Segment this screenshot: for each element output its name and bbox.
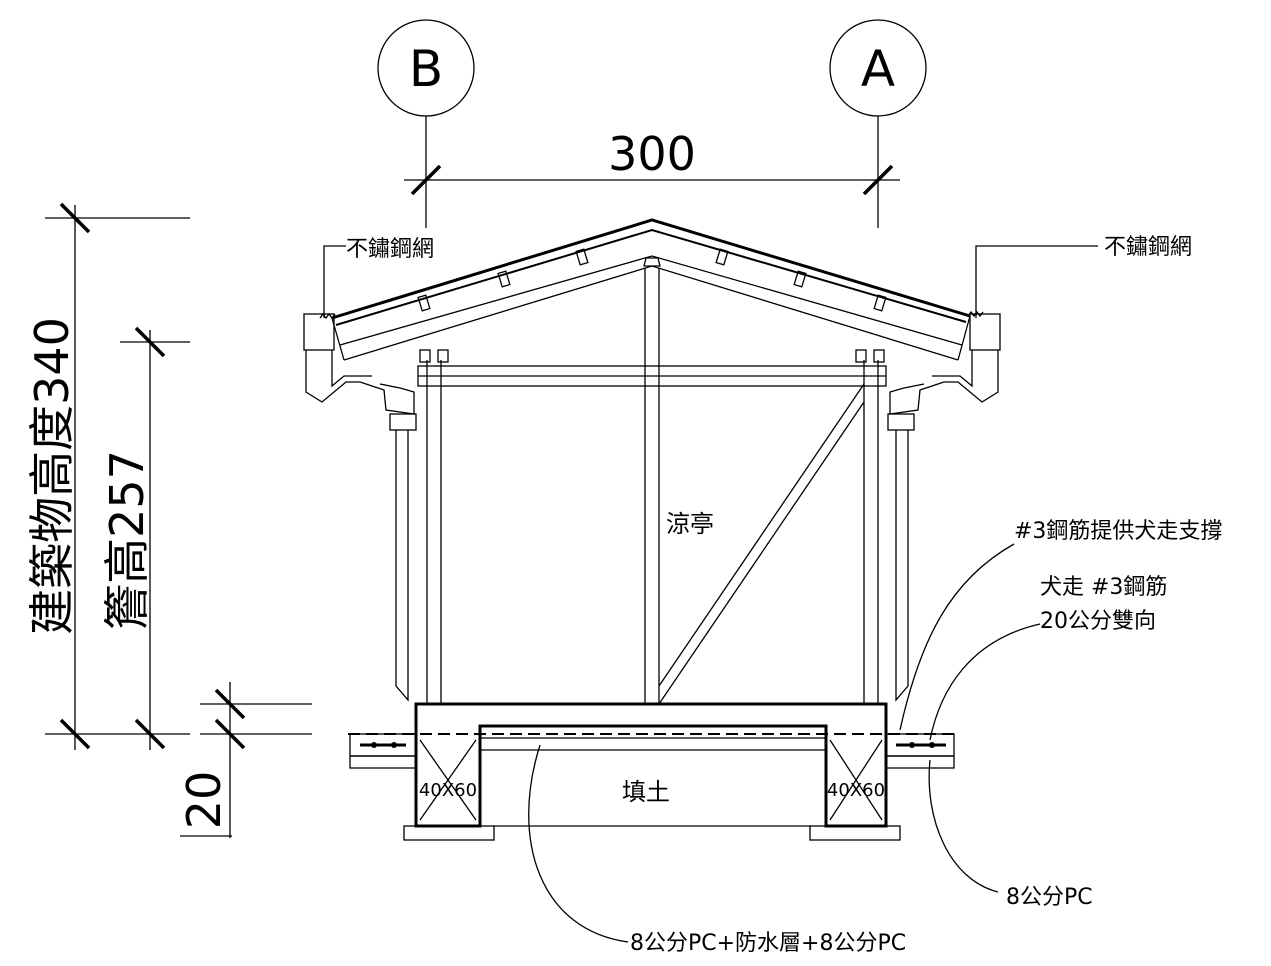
pavilion-frame bbox=[417, 268, 887, 705]
gutter-left bbox=[303, 313, 417, 702]
mesh-label-right: 不鏽鋼網 bbox=[1104, 235, 1192, 260]
building-height-dimension: 建築物高度340 bbox=[25, 202, 190, 750]
plinth-text: 20 bbox=[177, 771, 231, 830]
mesh-label-left: 不鏽鋼網 bbox=[346, 237, 434, 262]
span-dimension-text: 300 bbox=[608, 127, 696, 181]
eave-height-dimension: 簷高257 bbox=[100, 326, 190, 750]
grid-label-b: B bbox=[409, 40, 443, 98]
rebar-support-label: #3鋼筋提供犬走支撐 bbox=[1014, 519, 1222, 544]
building-height-text: 建築物高度340 bbox=[25, 317, 79, 635]
grid-label-a: A bbox=[861, 40, 895, 98]
walkway-rebar-spacing-label: 20公分雙向 bbox=[1040, 609, 1156, 634]
gutter-right bbox=[887, 313, 1001, 702]
plinth-dimension: 20 bbox=[177, 682, 312, 838]
beam-size-left: 40X60 bbox=[419, 780, 477, 801]
grid-bubble-a: A bbox=[829, 19, 927, 228]
grid-bubble-b: B bbox=[377, 19, 475, 228]
foundation bbox=[348, 702, 955, 841]
pavilion-label: 涼亭 bbox=[666, 510, 714, 538]
pc-right-label: 8公分PC bbox=[1006, 885, 1093, 910]
eave-height-text: 簷高257 bbox=[100, 450, 154, 630]
walkway-rebar-label: 犬走 #3鋼筋 bbox=[1040, 575, 1167, 600]
beam-size-right: 40X60 bbox=[827, 780, 885, 801]
roof bbox=[319, 218, 984, 361]
fill-label: 填土 bbox=[622, 778, 670, 806]
span-dimension: 300 bbox=[404, 127, 900, 196]
pc-bottom-label: 8公分PC+防水層+8公分PC bbox=[630, 931, 906, 956]
leaders bbox=[323, 245, 1098, 943]
